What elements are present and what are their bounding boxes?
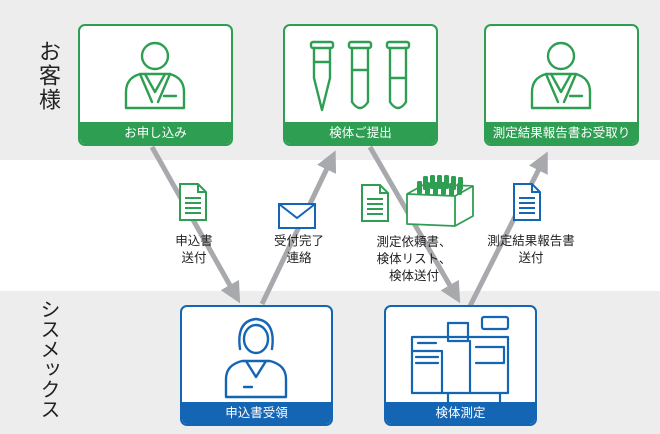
application-receipt-label: 申込書受領 <box>182 402 331 424</box>
customer-lane-label: お客様 <box>35 40 60 112</box>
report-receive-label: 測定結果報告書お受取り <box>486 122 637 144</box>
sample-rack-icon <box>406 175 474 227</box>
analyzer-icon <box>410 315 510 404</box>
application-send-text: 申込書 送付 <box>156 232 232 266</box>
staff-person-icon <box>224 317 288 399</box>
test-tubes-icon <box>309 40 411 112</box>
flow-line: 送付 <box>518 250 544 265</box>
receipt-notice-text: 受付完了 連絡 <box>261 232 337 266</box>
flow-line: 検体送付 <box>388 268 439 283</box>
flow-line: 申込書 <box>175 233 213 248</box>
green-document-icon <box>179 183 207 221</box>
flow-line: 検体リスト、 <box>376 251 452 266</box>
apply-card: お申し込み <box>78 24 233 146</box>
report-receive-card: 測定結果報告書お受取り <box>484 24 639 146</box>
sysmex-lane-label: シスメックス <box>37 299 61 419</box>
flow-line: 測定結果報告書 <box>487 233 575 248</box>
sample-submit-card: 検体ご提出 <box>283 24 438 146</box>
mail-icon <box>278 203 316 229</box>
sample-submit-label: 検体ご提出 <box>285 122 436 144</box>
customer-person-icon-2 <box>530 41 592 110</box>
arrow-receipt-notice <box>259 150 337 306</box>
flow-line: 測定依頼書、 <box>376 234 452 249</box>
arrow-application <box>149 145 241 304</box>
flow-line: 連絡 <box>286 250 312 265</box>
customer-person-icon <box>124 41 186 110</box>
sample-measure-card: 検体測定 <box>384 305 537 426</box>
flow-line: 受付完了 <box>273 233 324 248</box>
flow-line: 送付 <box>181 250 207 265</box>
sample-measure-label: 検体測定 <box>386 402 535 424</box>
sample-send-text: 測定依頼書、 検体リスト、 検体送付 <box>370 233 458 284</box>
apply-label: お申し込み <box>80 122 231 144</box>
report-send-text: 測定結果報告書 送付 <box>479 232 583 266</box>
blue-report-document-icon <box>513 183 541 221</box>
green-request-document-icon <box>361 184 389 222</box>
application-receipt-card: 申込書受領 <box>180 305 333 426</box>
